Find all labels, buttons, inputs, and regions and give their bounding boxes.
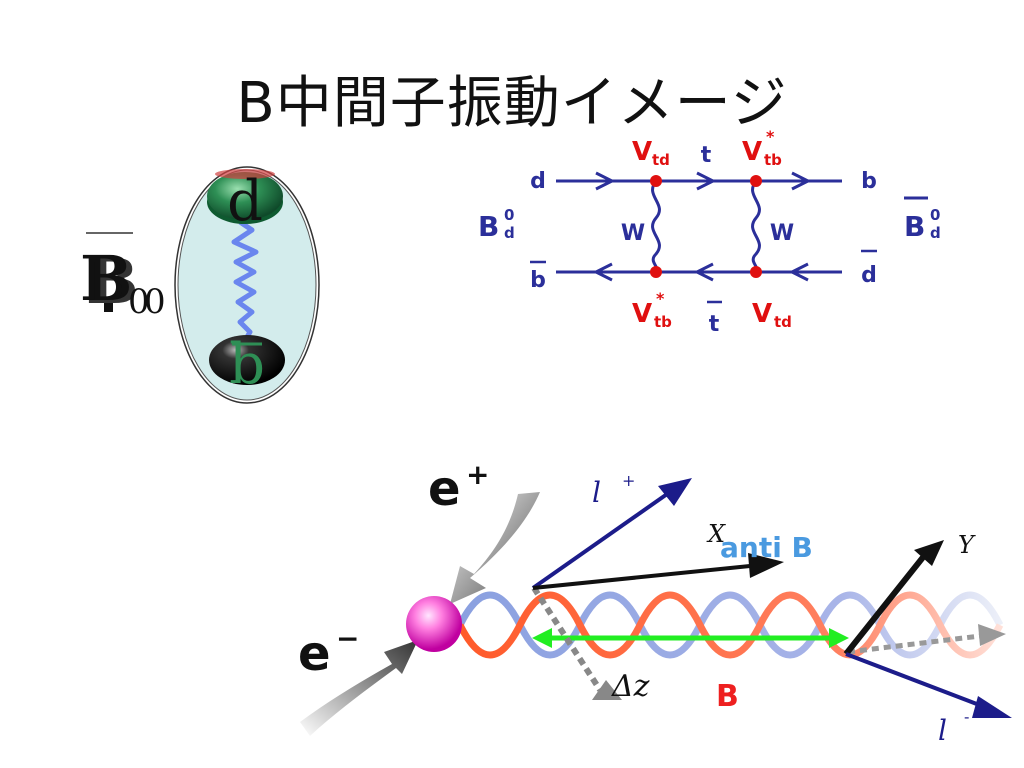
b-label-right-sup: 0: [930, 206, 940, 224]
ckm-bottom-right: V: [752, 299, 772, 329]
l-minus-track-head: [972, 696, 1012, 718]
ckm-top-left: V: [632, 137, 652, 167]
quark-bottom-mid: t: [709, 312, 720, 337]
arrow-bottom-3: [788, 262, 809, 282]
y-track: [843, 554, 927, 656]
arrow-top-3: [791, 171, 812, 191]
y-track-head: [914, 540, 944, 566]
l-plus-sup: +: [622, 471, 635, 490]
e-plus-beam-arrow: [450, 492, 540, 604]
b-label-left-sub: d: [504, 224, 515, 242]
w-boson-right: [751, 180, 761, 273]
quark-bottom-left: b: [530, 268, 546, 293]
ckm-bottom-right-sub: td: [774, 313, 792, 331]
arrow-bottom-2: [693, 262, 714, 282]
dashed-arrow-left: [531, 586, 603, 692]
red-wave: [456, 591, 1004, 659]
delta-z-label: Δz: [611, 669, 650, 704]
oscillation-illustration: e + e − l + l - X Y anti B B Δz: [298, 458, 1012, 747]
b-label-left-sup: 0: [504, 206, 514, 224]
gluon-spring: [231, 219, 259, 344]
l-minus-track: [845, 652, 983, 708]
dashed-arrow-right-head: [978, 624, 1006, 646]
top-quark-label: d: [227, 169, 263, 234]
y-label: Y: [958, 531, 976, 559]
ckm-top-left-sub: td: [652, 151, 670, 169]
b-label-left: B: [478, 210, 499, 243]
delta-z-arrow-left-head: [532, 628, 552, 648]
b-label-right: B: [904, 210, 925, 243]
x-track-head: [748, 553, 784, 578]
page-title: B中間子振動イメージ: [236, 71, 788, 136]
w-boson-left: [651, 180, 661, 273]
e-minus-label: e: [298, 626, 331, 682]
b-quark-ball: [209, 335, 285, 385]
quark-top-right: b: [861, 169, 877, 194]
delta-z-arrow-right-head: [829, 628, 849, 648]
meson-dot: [104, 303, 113, 312]
blue-wave: [456, 591, 1004, 659]
l-plus-track: [531, 490, 672, 590]
dashed-arrow-left-head: [592, 680, 622, 700]
l-minus-sup: -: [964, 707, 969, 726]
ckm-bottom-left-sub: tb: [654, 313, 672, 331]
e-plus-label: e: [428, 461, 461, 517]
l-minus-label: l: [938, 714, 947, 747]
vertex-top-right: [750, 175, 762, 187]
quark-bottom-right: d: [861, 263, 877, 288]
collision-point-ball: [406, 596, 462, 652]
meson-superscript-dup: 0: [144, 282, 166, 322]
d-quark-ball: [207, 172, 283, 220]
meson-superscript: 0: [128, 282, 150, 322]
meson-label: B B 0 0: [80, 232, 166, 322]
l-plus-label: l: [592, 476, 601, 509]
vertex-bottom-right: [750, 266, 762, 278]
e-minus-beam-arrow: [300, 640, 418, 736]
x-label: X: [706, 520, 726, 548]
arrow-top-1: [595, 171, 616, 191]
box-diagram: d b b d t t W W B 0 d B 0 d V td V * tb …: [478, 127, 941, 337]
ckm-bottom-left-star: *: [656, 289, 665, 308]
arrow-top-2: [696, 171, 717, 191]
ckm-top-right: V: [742, 137, 762, 167]
arrow-bottom-1: [592, 262, 613, 282]
l-plus-track-head: [658, 478, 692, 506]
quark-top-mid: t: [701, 143, 712, 168]
b-label: B: [716, 679, 739, 714]
quark-top-left: d: [530, 169, 546, 194]
anti-b-label: anti B: [720, 531, 813, 564]
vertex-bottom-left: [650, 266, 662, 278]
x-track: [532, 564, 751, 590]
dashed-arrow-right: [847, 633, 981, 655]
meson-illustration: d b: [174, 166, 320, 404]
bottom-quark-label: b: [229, 332, 265, 397]
meson-bar-symbol: B: [80, 242, 132, 315]
ckm-top-right-star: *: [766, 127, 775, 146]
ckm-bottom-left: V: [632, 299, 652, 329]
w-label-right: W: [770, 221, 794, 246]
b-label-right-sub: d: [930, 224, 941, 242]
ckm-top-right-sub: tb: [764, 151, 782, 169]
e-minus-sup: −: [336, 622, 359, 655]
e-plus-sup: +: [466, 458, 489, 491]
w-label-left: W: [621, 221, 645, 246]
vertex-top-left: [650, 175, 662, 187]
